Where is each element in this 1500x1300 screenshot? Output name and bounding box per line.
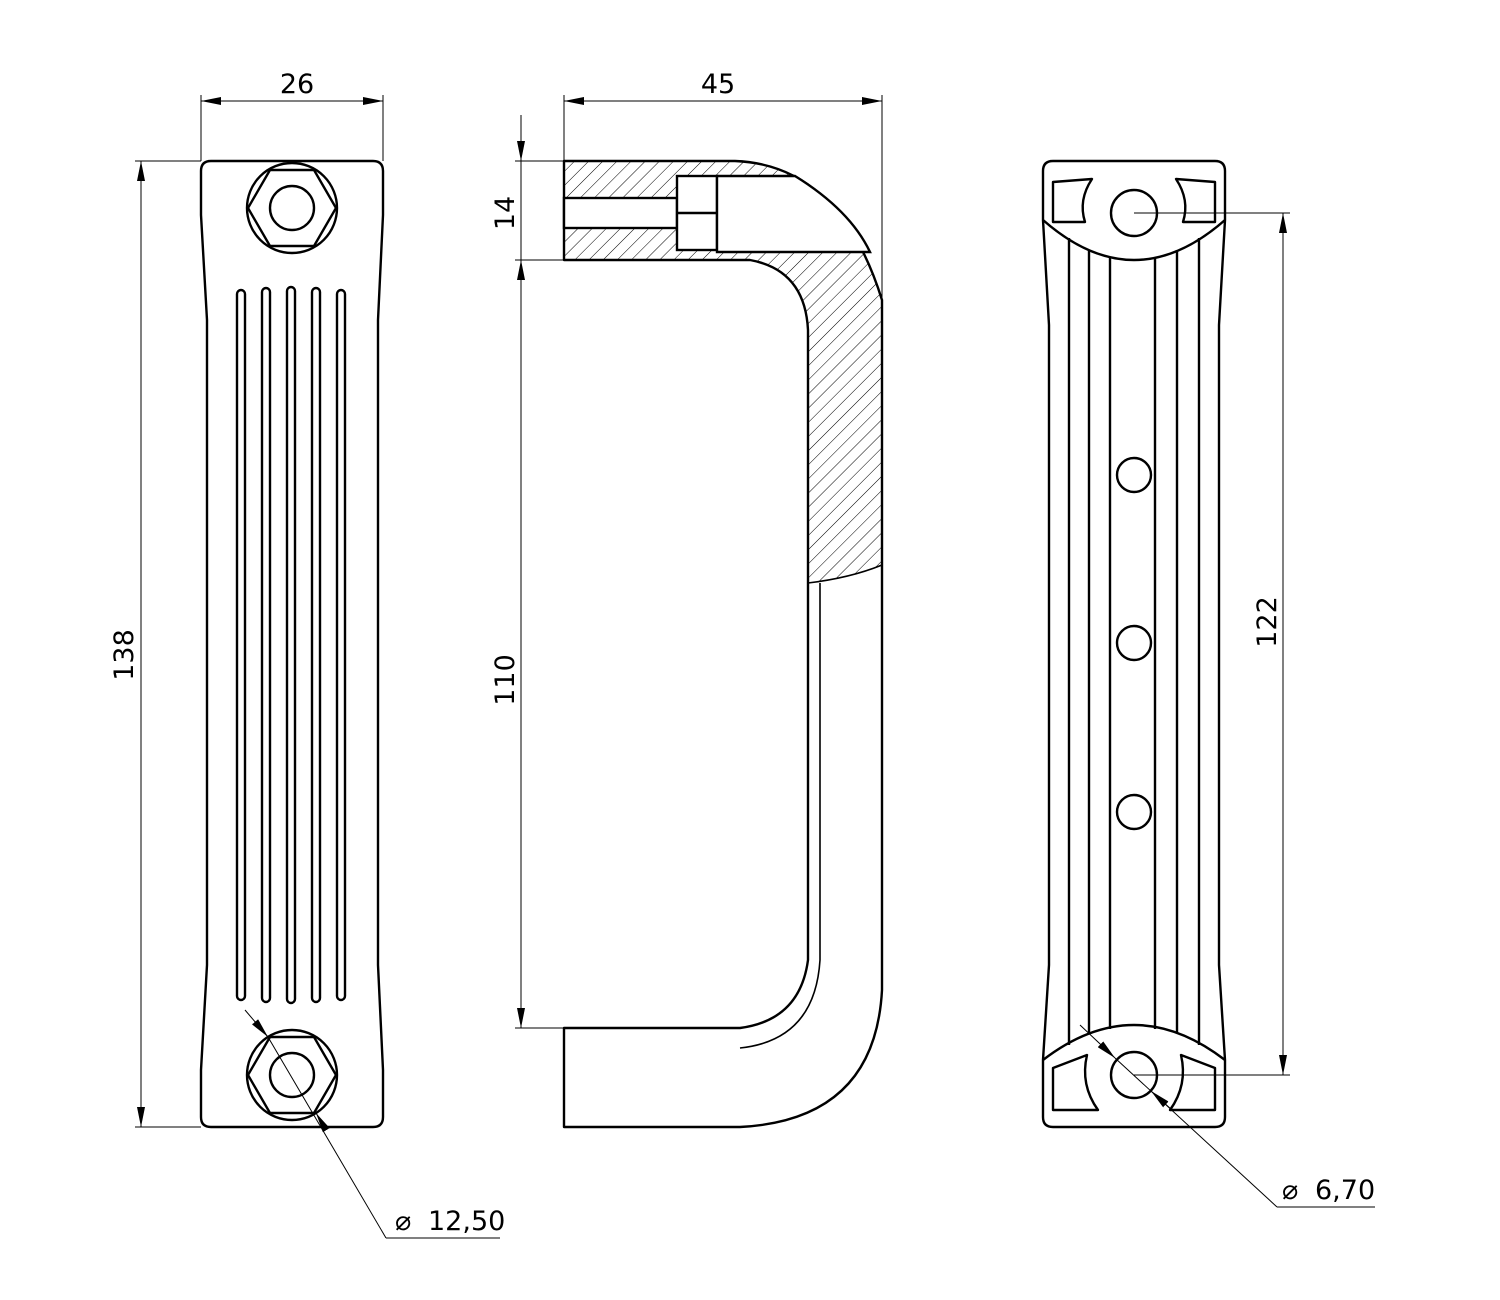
- back-ribs: [1067, 238, 1201, 1045]
- inner-height-dimension-label: 110: [490, 654, 521, 706]
- diameter-symbol: ⌀: [1282, 1175, 1298, 1206]
- groove: [260, 286, 272, 1004]
- groove: [235, 288, 247, 1002]
- small-hole: [1115, 456, 1153, 494]
- grooves: [235, 285, 347, 1005]
- front-body-outline: [199, 159, 385, 1129]
- height-dimension-label: 138: [109, 629, 140, 681]
- small-hole: [1115, 793, 1153, 831]
- bolt-diameter-label: 12,50: [428, 1206, 505, 1237]
- groove: [285, 285, 297, 1005]
- section-view: 45 14 110: [490, 69, 884, 1129]
- hole-diameter-label: 6,70: [1315, 1175, 1375, 1206]
- hole-diameter-leader: [1114, 1057, 1278, 1208]
- back-view: 122 ⌀ 6,70: [1041, 159, 1375, 1208]
- front-view: 26 138 ⌀ 12,50: [109, 69, 505, 1239]
- groove: [335, 288, 347, 1002]
- thickness-dimension-label: 14: [490, 196, 521, 230]
- top-bolt-icon: [245, 161, 339, 255]
- back-body-outline: [1041, 159, 1227, 1129]
- width-dimension-label: 26: [280, 69, 314, 100]
- inner-edge: [739, 583, 821, 1049]
- section-hatch: [564, 161, 882, 583]
- diameter-symbol: ⌀: [395, 1206, 411, 1237]
- hole-spacing-dimension-label: 122: [1252, 596, 1283, 648]
- groove: [310, 286, 322, 1004]
- bolt-diameter-leader: [267, 1036, 387, 1239]
- bottom-bolt-icon: [245, 1028, 339, 1122]
- small-hole: [1115, 624, 1153, 662]
- depth-dimension-label: 45: [701, 69, 735, 100]
